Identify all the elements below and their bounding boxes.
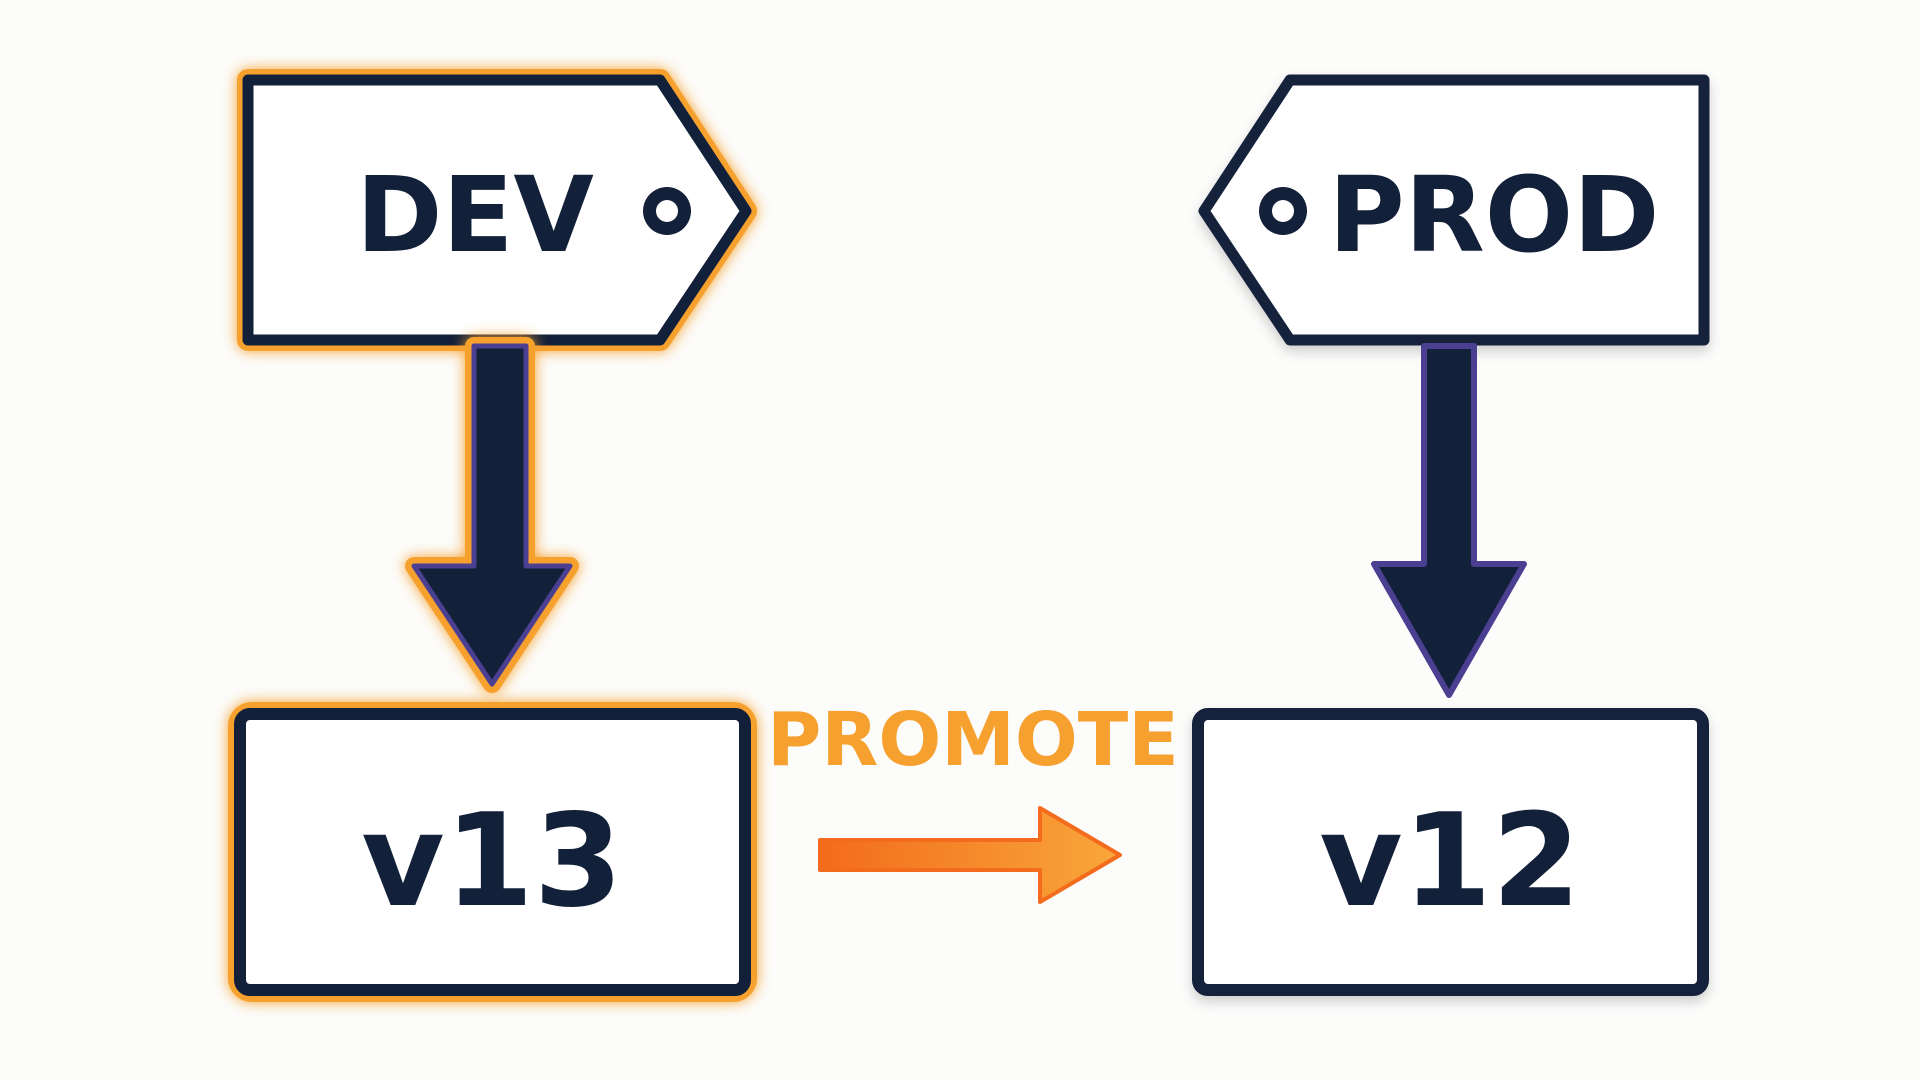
promote-arrow[interactable] (818, 806, 1122, 904)
prod-version-label: v12 (1319, 787, 1581, 936)
right-arrow-icon[interactable] (818, 806, 1122, 904)
dev-version-frame (234, 708, 751, 996)
dev-version-label: v13 (361, 787, 623, 936)
dev-pointer-arrow (405, 337, 579, 693)
prod-pointer-arrow (1371, 343, 1527, 698)
prod-version-frame (1192, 708, 1709, 996)
dev-tag[interactable]: DEV (237, 69, 757, 351)
prod-version-box[interactable]: v12 (1192, 708, 1709, 996)
dev-tag-label: DEV (356, 154, 594, 276)
down-arrow-icon (411, 343, 573, 687)
down-arrow-icon (1371, 343, 1527, 698)
circle-hole-icon (643, 187, 691, 235)
prod-tag-shape (1198, 74, 1710, 346)
dev-tag-shape (242, 74, 752, 346)
dev-version-box[interactable]: v13 (228, 702, 757, 1002)
promote-label: PROMOTE (767, 697, 1179, 783)
prod-tag-label: PROD (1328, 154, 1659, 276)
prod-tag[interactable]: PROD (1198, 74, 1710, 346)
circle-hole-icon (1259, 187, 1307, 235)
